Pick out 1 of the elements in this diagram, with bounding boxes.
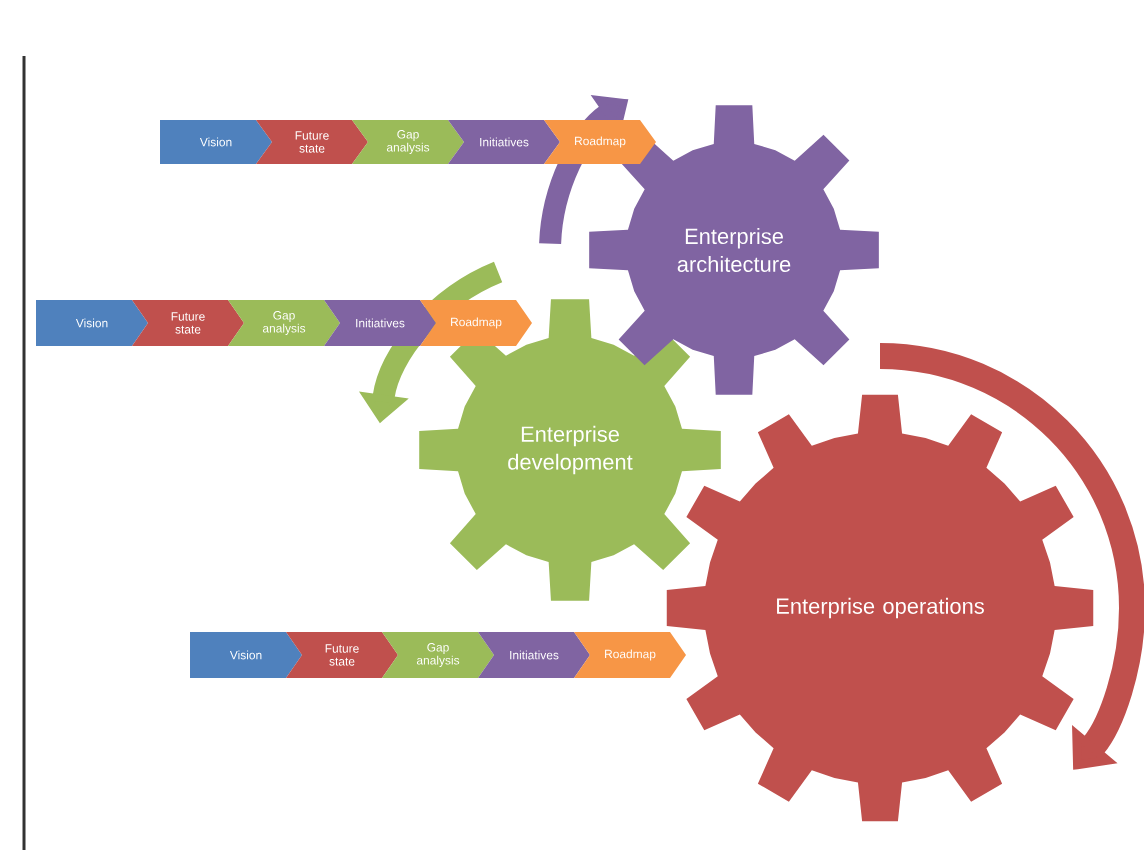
gear: Enterprise operations [666, 394, 1094, 822]
